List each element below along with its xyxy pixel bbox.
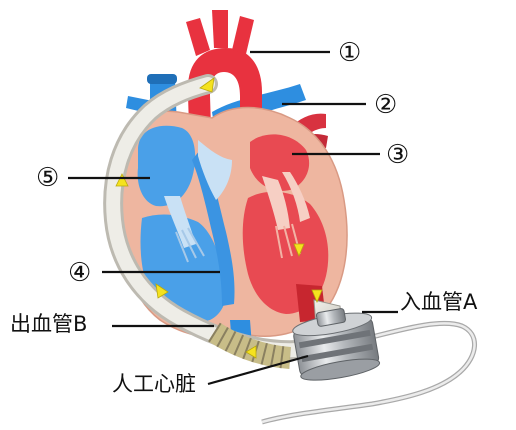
pump-device [292, 308, 381, 381]
chordae-right [175, 227, 205, 263]
superior-vena-cava-cap [147, 74, 177, 84]
aorta-branch-3 [232, 16, 254, 54]
callout-1: ① [338, 38, 362, 68]
flow-arrow-lv [293, 243, 305, 258]
callout-3: ③ [386, 140, 410, 170]
flow-arrow-apex [311, 289, 323, 304]
label-outlet-tube-b: 出血管B [10, 312, 88, 336]
left-ventricle [242, 191, 329, 314]
flow-arrow-corrugation [245, 345, 257, 359]
septum-blue [192, 150, 235, 306]
flow-arrow-tube-upper [115, 173, 129, 187]
right-atrium [137, 125, 196, 207]
label-artificial-heart: 人工心脏 [112, 372, 196, 396]
label-inlet-tube-a: 入血管A [400, 290, 478, 314]
callout-2: ② [374, 90, 398, 120]
callout-4: ④ [68, 258, 92, 288]
callout-5: ⑤ [36, 163, 60, 193]
pulmonary-valve [198, 140, 232, 200]
flow-arrows [115, 77, 323, 359]
flow-arrow-tube-lower [155, 283, 169, 299]
aorta-branch-1 [186, 18, 210, 56]
aorta-branch-2 [212, 10, 228, 48]
flow-arrow-aorta [199, 77, 215, 93]
mitral-valve [262, 176, 290, 230]
tricuspid-valve [164, 196, 196, 248]
driveline-cable-hi [261, 322, 476, 424]
aortic-valve [282, 172, 310, 222]
leader-heart [207, 354, 309, 386]
leader-lines [68, 50, 398, 386]
